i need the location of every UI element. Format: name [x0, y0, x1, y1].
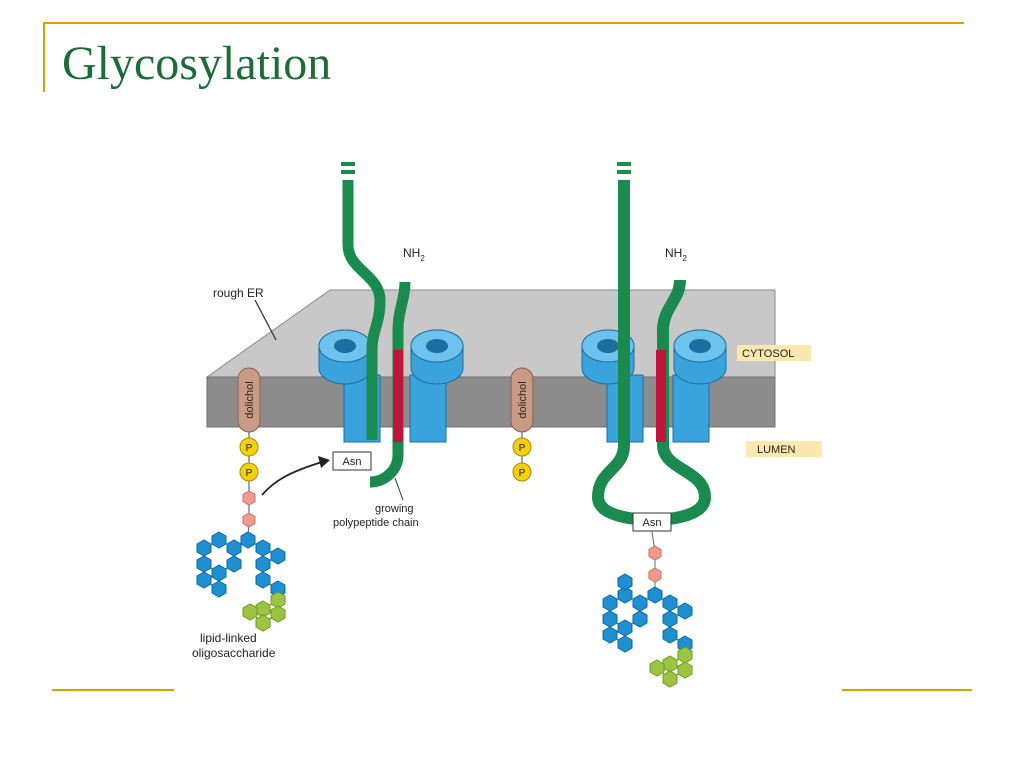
dolichol-label-left: dolichol — [244, 381, 256, 418]
dolichol-middle: dolichol — [510, 367, 534, 433]
phosphate-middle-1: P — [512, 437, 532, 457]
growing-chain-label-line2: polypeptide chain — [333, 517, 419, 529]
lumen-label: LUMEN — [757, 444, 796, 456]
asn-box-left: Asn — [332, 451, 372, 471]
oligosaccharide-right — [602, 530, 693, 688]
asn-label: Asn — [343, 456, 362, 468]
slide-title: Glycosylation — [62, 37, 332, 90]
growing-chain-label-line1: growing — [375, 503, 414, 515]
transfer-arrowhead — [318, 456, 330, 468]
nh2-label-left: NH2 — [403, 246, 425, 263]
phosphate-label: P — [519, 443, 526, 454]
lipid-linked-label-line1: lipid-linked — [200, 631, 257, 645]
phosphate-label: P — [246, 468, 253, 479]
phosphate-label: P — [246, 443, 253, 454]
nh2-label-right: NH2 — [665, 246, 687, 263]
oligosaccharide-left — [196, 490, 286, 632]
asn-box-right: Asn — [632, 512, 672, 532]
dolichol-label-middle: dolichol — [517, 381, 529, 418]
cytosol-label: CYTOSOL — [742, 348, 794, 360]
slide-rules — [43, 22, 972, 691]
phosphate-label: P — [519, 468, 526, 479]
polypeptide-chain-left — [341, 162, 411, 488]
cytosol-label-bg — [737, 345, 811, 361]
transfer-arrow — [261, 461, 323, 496]
phosphate-middle-2: P — [512, 462, 532, 482]
lipid-linked-label-line2: oligosaccharide — [192, 646, 276, 660]
rough-er-label: rough ER — [213, 286, 264, 300]
growing-chain-pointer-line — [394, 477, 404, 501]
phosphate-left-2: P — [239, 462, 259, 482]
lumen-label-bg — [746, 441, 822, 457]
asn-label: Asn — [643, 517, 662, 529]
dolichol-left: dolichol — [237, 367, 261, 433]
rough-er-pointer-line — [254, 299, 277, 341]
phosphate-left-1: P — [239, 437, 259, 457]
